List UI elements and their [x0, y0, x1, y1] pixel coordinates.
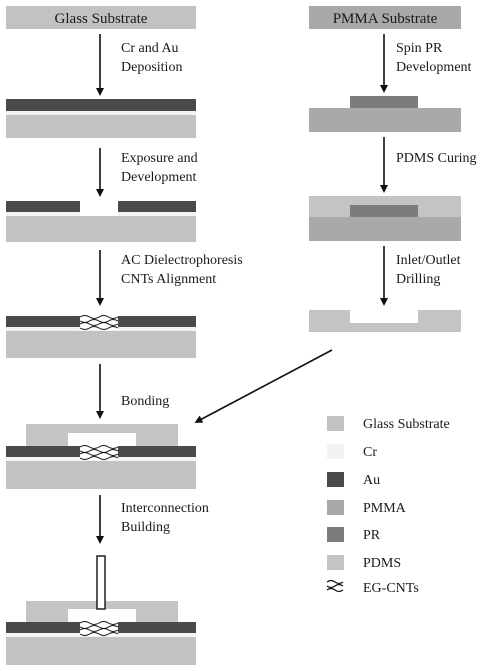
stage-cnt-alignment: [6, 314, 196, 358]
legend-label: EG-CNTs: [363, 581, 419, 596]
legend-label: PMMA: [363, 501, 407, 516]
au-electrode-left: [6, 316, 80, 327]
left-step-1: Cr and Au Deposition: [96, 34, 182, 96]
glass-substrate-layer: [6, 461, 196, 489]
cnt-legend-icon: [326, 579, 344, 593]
au-electrode-left: [6, 446, 80, 457]
step-label-line1: Exposure and: [121, 151, 198, 166]
microchannel: [68, 609, 136, 622]
step-label-line2: Development: [396, 60, 472, 75]
stage-spin-pr: [309, 96, 461, 132]
stage-exposure-development: [6, 201, 196, 242]
au-electrode-right: [118, 446, 196, 457]
glass-substrate-layer: [6, 115, 196, 138]
cr-layer-left: [6, 212, 80, 216]
legend-label: Au: [363, 473, 380, 488]
glass-substrate-layer: [6, 331, 196, 358]
step-label-line2: Development: [121, 170, 197, 185]
glass-substrate-header: Glass Substrate: [6, 6, 196, 29]
interconnection-tube: [96, 555, 106, 610]
right-step-1: Spin PR Development: [380, 34, 472, 93]
au-electrode-left: [6, 622, 80, 633]
au-electrode-left: [6, 201, 80, 212]
microchannel: [68, 433, 136, 446]
pmma-substrate-header: PMMA Substrate: [309, 6, 461, 29]
step-label-line1: Bonding: [121, 394, 169, 409]
step-label-line1: PDMS Curing: [396, 151, 477, 166]
left-step-5: Interconnection Building: [96, 495, 209, 544]
legend-swatch: [327, 527, 344, 542]
pr-pattern: [350, 205, 418, 217]
legend-label: PDMS: [363, 556, 401, 571]
legend-item-eg-cnts: EG-CNTs: [326, 579, 419, 596]
step-label-line1: Spin PR: [396, 41, 443, 56]
left-step-3: AC Dielectrophoresis CNTs Alignment: [96, 250, 243, 306]
glass-substrate-layer: [6, 216, 196, 242]
pmma-substrate-layer: [309, 217, 461, 241]
glass-header-label: Glass Substrate: [55, 11, 148, 27]
cr-layer: [6, 111, 196, 115]
au-layer: [6, 99, 196, 111]
legend-item-pdms: PDMS: [327, 555, 401, 571]
step-label-line1: Cr and Au: [121, 41, 179, 56]
au-electrode-right: [118, 201, 196, 212]
au-electrode-right: [118, 622, 196, 633]
legend-label: Glass Substrate: [363, 417, 450, 432]
stage-bonding: [6, 424, 196, 489]
glass-substrate-layer: [6, 637, 196, 665]
step-label-line1: Interconnection: [121, 501, 209, 516]
legend-label: PR: [363, 528, 381, 543]
pmma-header-label: PMMA Substrate: [333, 11, 438, 27]
microchannel: [350, 310, 418, 323]
legend-swatch: [327, 444, 344, 459]
left-step-2: Exposure and Development: [96, 148, 198, 197]
stage-cr-au-deposition: [6, 99, 196, 138]
legend-item-pr: PR: [327, 527, 381, 543]
step-label-line2: Drilling: [396, 272, 440, 287]
legend-swatch: [327, 500, 344, 515]
legend-item-pmma: PMMA: [327, 500, 407, 516]
step-label-line2: Building: [121, 520, 170, 535]
stage-inlet-outlet-drilling: [309, 310, 461, 332]
legend-swatch: [327, 416, 344, 431]
stage-interconnection: [6, 555, 196, 665]
step-label-line2: Deposition: [121, 60, 182, 75]
pr-pattern: [350, 96, 418, 108]
legend-item-cr: Cr: [327, 444, 377, 460]
pmma-substrate-layer: [309, 108, 461, 132]
legend-label: Cr: [363, 445, 377, 460]
stage-pdms-curing: [309, 196, 461, 241]
step-label-line1: Inlet/Outlet: [396, 253, 461, 268]
legend-item-glass-substrate: Glass Substrate: [327, 416, 450, 432]
diagonal-arrow-icon: [194, 349, 333, 423]
step-label-line1: AC Dielectrophoresis: [121, 253, 243, 268]
legend-swatch: [327, 472, 344, 487]
left-step-4: Bonding: [96, 364, 169, 419]
cnt-bundle-icon: [79, 444, 119, 460]
cnt-bundle-icon: [79, 620, 119, 636]
glass-header-box: [6, 6, 196, 29]
cnt-bundle-icon: [79, 314, 119, 330]
cr-layer-right: [118, 212, 196, 216]
pmma-header-box: [309, 6, 461, 29]
legend: Glass Substrate Cr Au PMMA PR PDMS: [326, 416, 450, 596]
right-step-3: Inlet/Outlet Drilling: [380, 246, 461, 306]
legend-item-au: Au: [327, 472, 380, 488]
step-label-line2: CNTs Alignment: [121, 272, 216, 287]
legend-swatch: [327, 555, 344, 570]
au-electrode-right: [118, 316, 196, 327]
right-step-2: PDMS Curing: [380, 137, 477, 193]
